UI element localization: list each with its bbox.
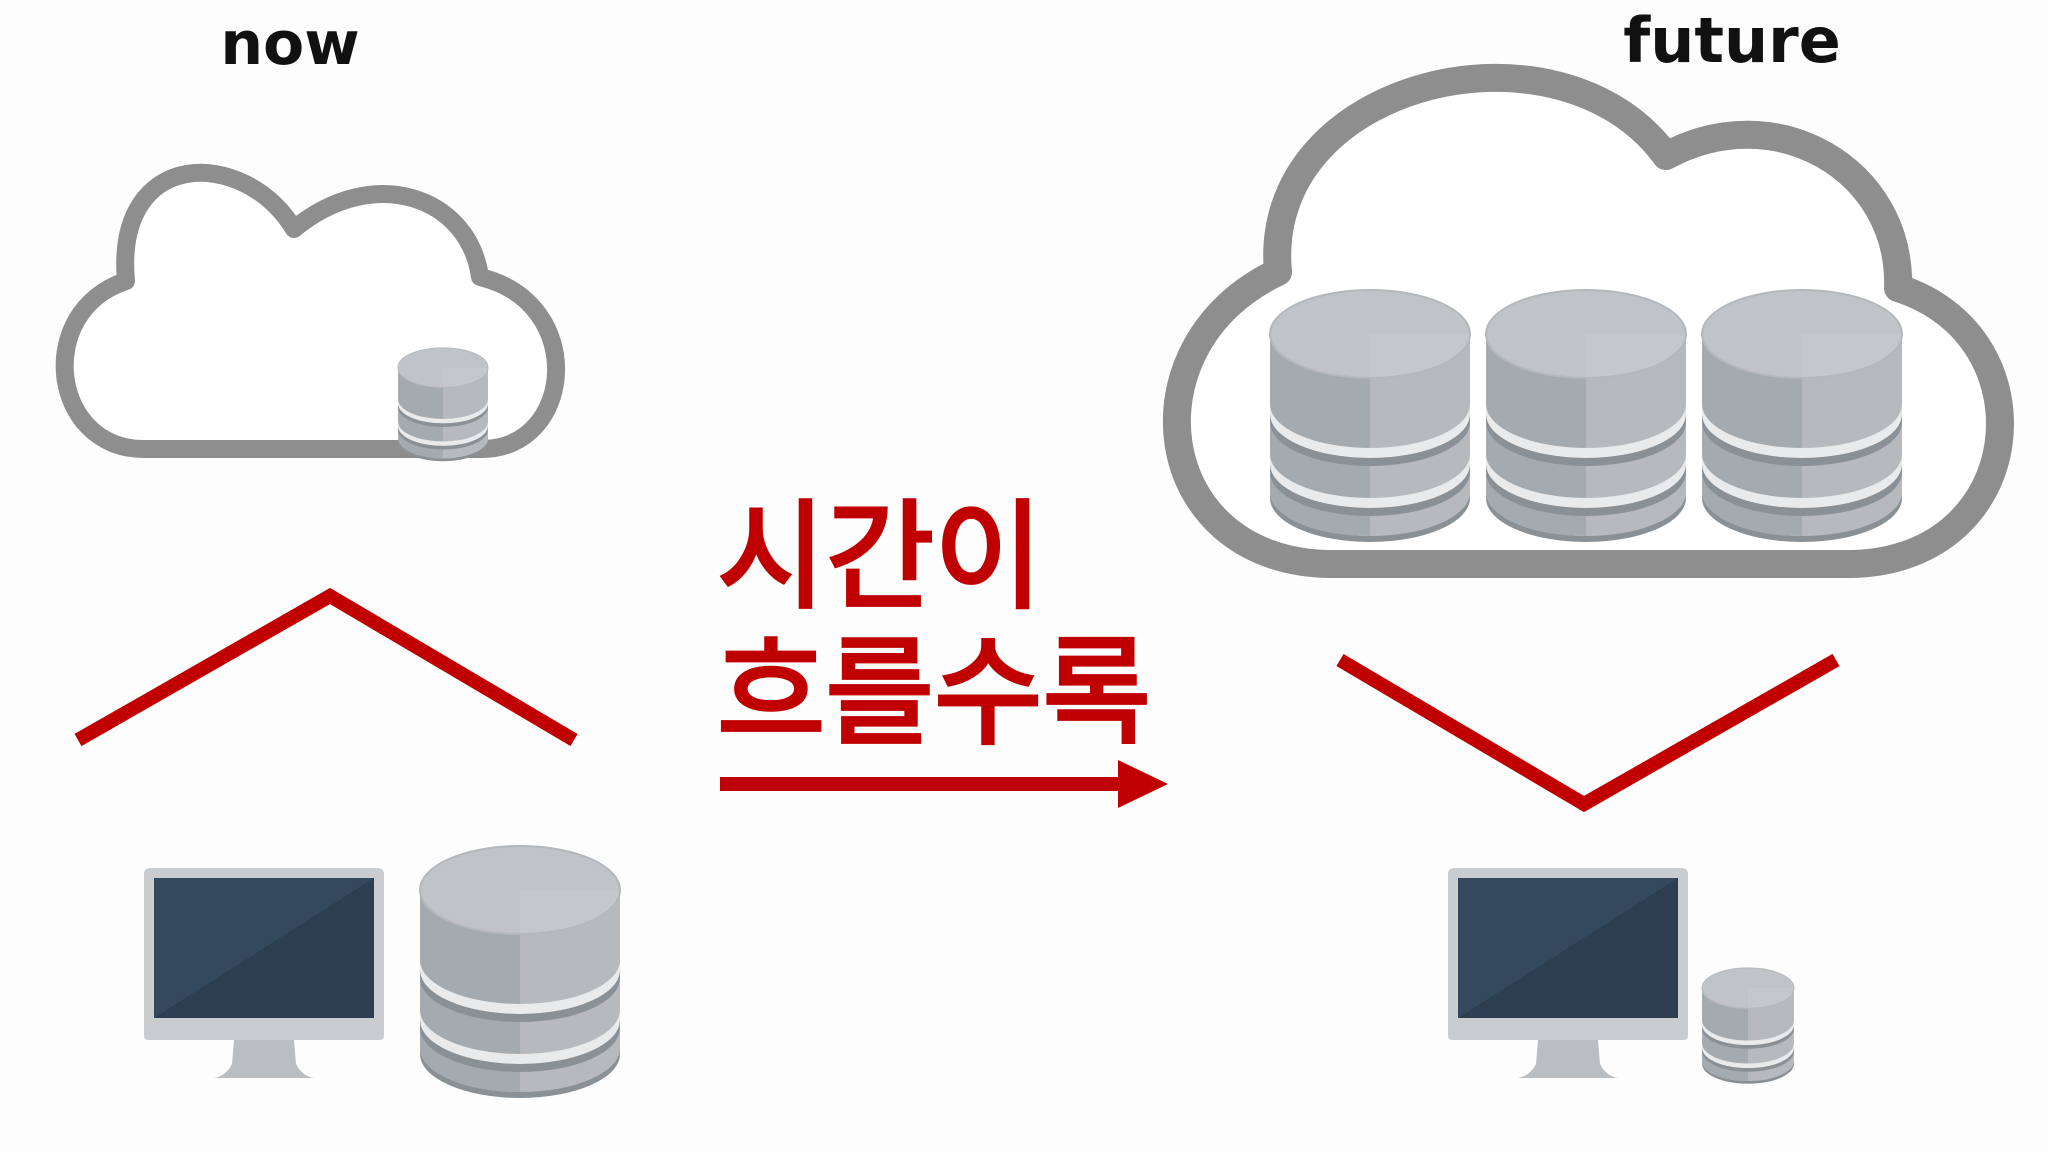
arrow-right-icon bbox=[720, 760, 1168, 808]
caption-line-2: 흐를수록 bbox=[717, 624, 1151, 762]
future-cloud-database-icon-1 bbox=[1269, 289, 1471, 543]
future-local-database-icon bbox=[1701, 967, 1795, 1085]
caption-line-1: 시간이 bbox=[717, 488, 1043, 626]
now-label: now bbox=[220, 9, 359, 79]
future-connector-line bbox=[1336, 653, 1840, 813]
now-connector-line bbox=[74, 587, 578, 747]
future-computer-icon bbox=[1448, 868, 1688, 1078]
future-cloud-database-icon-3 bbox=[1701, 289, 1903, 543]
now-computer-icon bbox=[144, 868, 384, 1078]
future-label: future bbox=[1623, 4, 1841, 77]
now-cloud-database-icon bbox=[397, 347, 489, 462]
now-local-database-icon bbox=[419, 845, 621, 1099]
future-cloud-database-icon-2 bbox=[1485, 289, 1687, 543]
